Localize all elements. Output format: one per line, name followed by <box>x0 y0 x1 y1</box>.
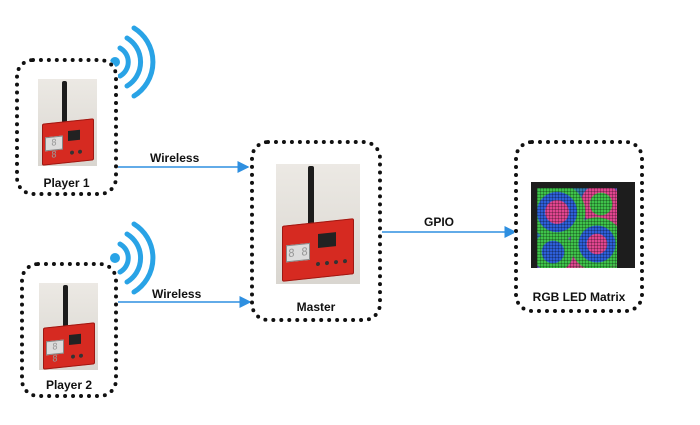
node-led-matrix: RGB LED Matrix <box>514 140 644 313</box>
fpga-board-image: 8 8 <box>276 164 360 284</box>
node-label-led: RGB LED Matrix <box>532 290 626 304</box>
edge-label-player2: Wireless <box>152 287 202 301</box>
fpga-board-image: 8 8 <box>39 283 98 370</box>
wifi-icon <box>110 25 156 99</box>
node-master: 8 8 Master <box>250 140 382 322</box>
led-matrix-image <box>531 182 635 268</box>
node-player2: 8 8 Player 2 <box>20 262 118 398</box>
node-label-player1: Player 1 <box>43 176 90 190</box>
node-label-player2: Player 2 <box>45 378 93 392</box>
wifi-icon <box>110 221 156 295</box>
edge-label-player1: Wireless <box>150 151 200 165</box>
node-label-master: Master <box>296 300 336 314</box>
fpga-board-image: 8 8 <box>38 79 97 166</box>
edge-label-gpio: GPIO <box>424 215 455 229</box>
node-player1: 8 8 Player 1 <box>15 58 118 196</box>
